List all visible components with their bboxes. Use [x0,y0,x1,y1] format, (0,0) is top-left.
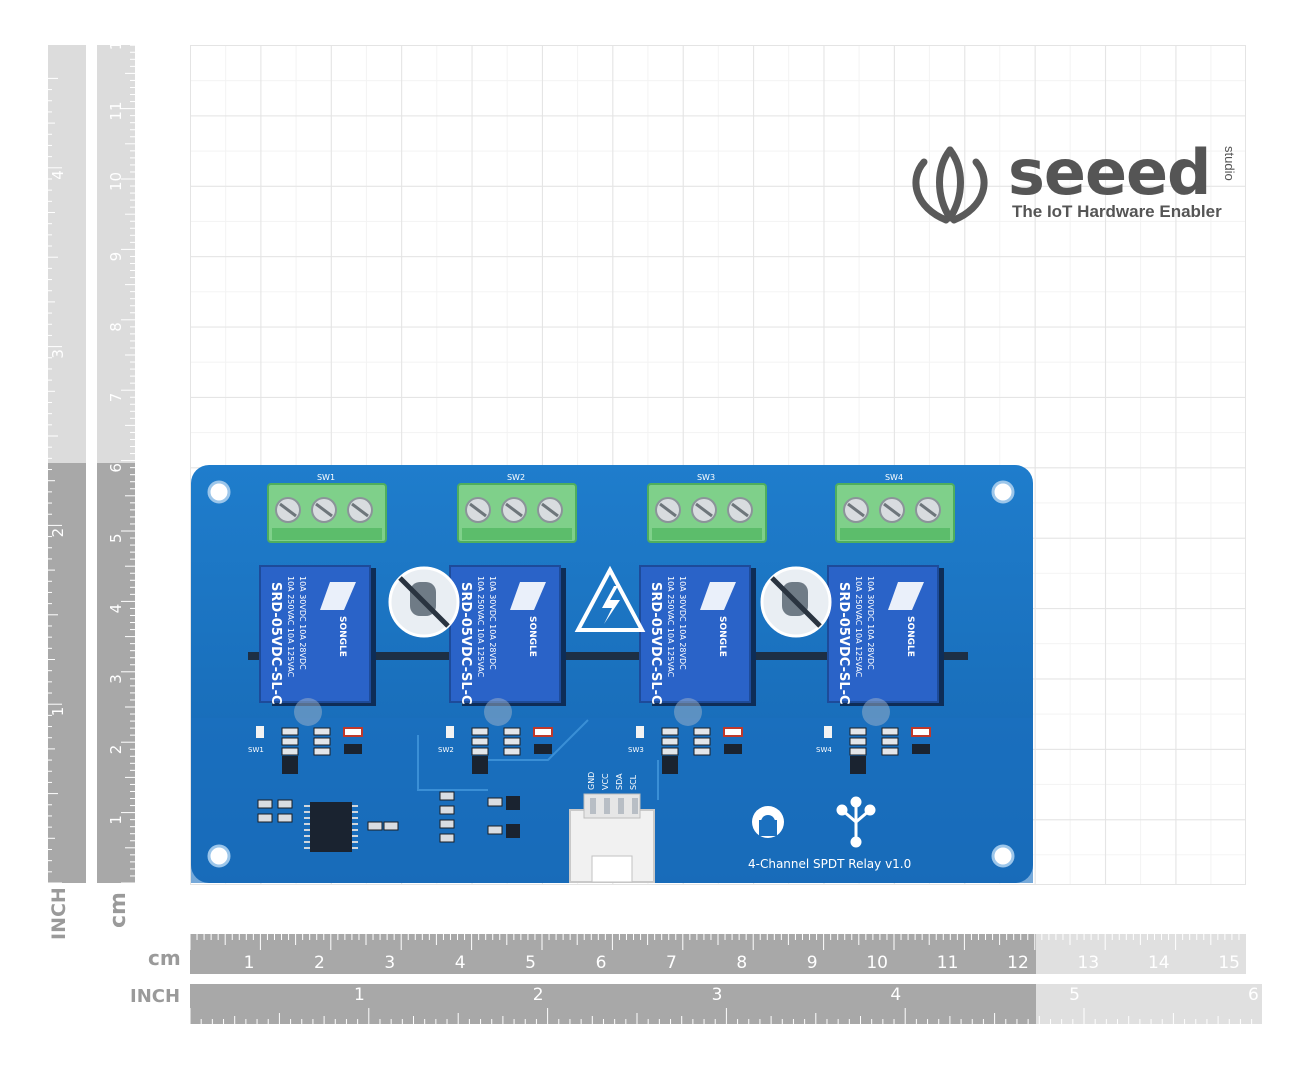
cm-tick-label: 11 [937,953,959,973]
relay-rating-text: 10A 30VDC 10A 28VDC [678,576,687,670]
inch-tick-label: 3 [712,985,723,1005]
inch-tick-label: 1 [354,985,365,1005]
relay-rating-text: 10A 30VDC 10A 28VDC [298,576,307,670]
relay-rating-text: 10A 250VAC 10A 125VAC [666,576,675,678]
indicator-led [256,726,264,738]
cm-tick-label: 2 [314,953,325,973]
songle-logo-icon [700,582,736,610]
v-inch-tick-label: 4 [49,170,67,180]
v-inch-tick-label: 3 [49,349,67,359]
no-touch-icon [388,566,460,638]
connector-pin-label: GND [587,772,596,790]
songle-logo-icon [320,582,356,610]
vertical-rulers: 1234567891011121234 [48,45,135,884]
horizontal-inch-label: INCH [130,986,181,1007]
seeed-leaf-logo-icon [912,146,988,224]
cm-tick-label: 7 [666,953,677,973]
v-cm-tick-label: 5 [107,533,125,543]
terminal-label: SW4 [885,473,903,482]
inch-tick-label: 4 [890,985,901,1005]
indicator-led [824,726,832,738]
relay-brand-text: SONGLE [527,616,537,657]
relay-model-text: SRD-05VDC-SL-C [268,582,283,705]
relay-model-text: SRD-05VDC-SL-C [648,582,663,705]
relay-rating-text: 10A 250VAC 10A 125VAC [854,576,863,678]
songle-logo-icon [510,582,546,610]
terminal-label: SW2 [507,473,525,482]
v-cm-tick-label: 8 [107,322,125,332]
inch-tick-label: 2 [533,985,544,1005]
no-touch-icon [760,566,832,638]
v-cm-tick-label: 7 [107,393,125,403]
board-title: 4-Channel SPDT Relay v1.0 [748,857,911,871]
relay-rating-text: 10A 30VDC 10A 28VDC [488,576,497,670]
high-voltage-warning-icon [574,565,646,632]
cm-tick-label: 10 [866,953,888,973]
indicator-label: SW3 [628,746,644,754]
v-inch-tick-label: 2 [49,528,67,538]
grove-connector [569,793,655,883]
terminal-label: SW3 [697,473,715,482]
cm-tick-label: 6 [596,953,607,973]
connector-pin-label: SCL [629,774,638,790]
v-cm-tick-label: 12 [107,45,125,50]
songle-logo-icon [888,582,924,610]
connector-pin-label: SDA [615,773,624,790]
cm-tick-label: 13 [1078,953,1100,973]
v-cm-tick-label: 2 [107,745,125,755]
cm-tick-label: 15 [1218,953,1240,973]
brand-name: seeed [1008,136,1211,209]
v-inch-tick-label: 1 [49,707,67,717]
v-cm-tick-label: 9 [107,252,125,262]
relay-model-text: SRD-05VDC-SL-C [836,582,851,705]
indicator-label: SW4 [816,746,832,754]
brand-sub: studio [1222,146,1237,181]
indicator-label: SW1 [248,746,264,754]
horizontal-cm-label: cm [148,946,181,970]
brand-tagline: The IoT Hardware Enabler [1012,202,1222,221]
cm-tick-label: 14 [1148,953,1170,973]
cm-tick-label: 4 [455,953,466,973]
inch-tick-label: 5 [1069,985,1080,1005]
terminal-label: SW1 [317,473,335,482]
indicator-label: SW2 [438,746,454,754]
v-cm-tick-label: 1 [107,815,125,825]
relay-rating-text: 10A 250VAC 10A 125VAC [286,576,295,678]
cm-tick-label: 1 [244,953,255,973]
open-hardware-gear-icon [752,806,784,838]
cm-tick-label: 8 [736,953,747,973]
vertical-inch-label: INCH [48,887,70,940]
relay-brand-text: SONGLE [905,616,915,657]
relay-rating-text: 10A 30VDC 10A 28VDC [866,576,875,670]
relay-brand-text: SONGLE [717,616,727,657]
inch-tick-label: 6 [1248,985,1259,1005]
vertical-cm-label: cm [106,892,131,928]
v-cm-tick-label: 3 [107,674,125,684]
controller-chip [304,802,358,852]
v-cm-tick-label: 6 [107,463,125,473]
relay-brand-text: SONGLE [337,616,347,657]
cm-tick-label: 5 [525,953,536,973]
relay-model-text: SRD-05VDC-SL-C [458,582,473,705]
indicator-led [636,726,644,738]
v-cm-tick-label: 11 [107,102,125,121]
v-cm-tick-label: 10 [107,172,125,191]
cm-tick-label: 9 [807,953,818,973]
cm-tick-label: 3 [384,953,395,973]
v-cm-tick-label: 4 [107,604,125,614]
indicator-led [446,726,454,738]
cm-tick-label: 12 [1007,953,1029,973]
relay-rating-text: 10A 250VAC 10A 125VAC [476,576,485,678]
connector-pin-label: VCC [601,773,610,790]
grove-tree-icon [836,796,876,848]
